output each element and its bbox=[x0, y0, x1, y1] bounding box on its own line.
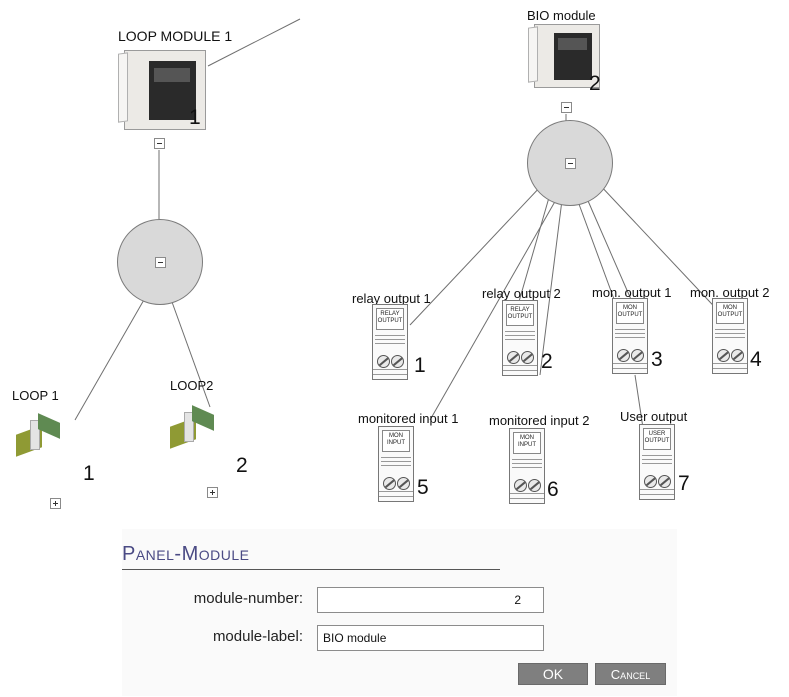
loop-card-icon[interactable] bbox=[16, 413, 62, 457]
panel-title: Panel-Module bbox=[122, 543, 250, 565]
panel-module-form: Panel-Module module-number: module-label… bbox=[122, 529, 677, 696]
mon-output-2-label: mon. output 2 bbox=[690, 285, 770, 300]
terminal-screw-icon bbox=[514, 479, 527, 492]
mon-output-2-number: 4 bbox=[750, 348, 762, 371]
monitored-input-1-label: monitored input 1 bbox=[358, 411, 459, 426]
terminal-screw-icon bbox=[617, 349, 630, 362]
expand-loop-1-toggle[interactable] bbox=[50, 498, 61, 509]
module-label-label: module-label: bbox=[212, 628, 303, 645]
monitored-input-2-label: monitored input 2 bbox=[489, 413, 590, 428]
relay-output-1-label: relay output 1 bbox=[352, 291, 431, 306]
terminal-screw-icon bbox=[383, 477, 396, 490]
expand-loop-2-toggle[interactable] bbox=[207, 487, 218, 498]
terminal-screw-icon bbox=[377, 355, 390, 368]
ok-button[interactable]: OK bbox=[518, 663, 588, 685]
device-tag: RELAY OUTPUT bbox=[376, 308, 404, 330]
module-number-input[interactable] bbox=[317, 587, 544, 613]
module-number-label: module-number: bbox=[193, 590, 303, 607]
loop-module-label: LOOP MODULE 1 bbox=[118, 28, 233, 44]
panel-cabinet-icon[interactable] bbox=[118, 50, 206, 130]
device-tag: USER OUTPUT bbox=[643, 428, 671, 450]
device-tag: MON INPUT bbox=[382, 430, 410, 452]
loop-2-label: LOOP2 bbox=[170, 378, 214, 393]
mon-output-1-device[interactable]: MON OUTPUT bbox=[612, 298, 648, 374]
terminal-screw-icon bbox=[521, 351, 534, 364]
collapse-bio-hub-toggle[interactable] bbox=[565, 158, 576, 169]
relay-output-2-label: relay output 2 bbox=[482, 286, 561, 301]
user-output-device[interactable]: USER OUTPUT bbox=[639, 424, 675, 500]
mon-output-1-label: mon. output 1 bbox=[592, 285, 672, 300]
relay-output-2-device[interactable]: RELAY OUTPUT bbox=[502, 300, 538, 376]
loop-module-number: 1 bbox=[189, 106, 201, 129]
collapse-bio-module-toggle[interactable] bbox=[561, 102, 572, 113]
title-divider bbox=[122, 569, 500, 570]
loop-1-number: 1 bbox=[83, 462, 95, 485]
terminal-screw-icon bbox=[391, 355, 404, 368]
bio-module-hub[interactable] bbox=[527, 120, 613, 206]
cancel-button[interactable]: Cancel bbox=[595, 663, 666, 685]
terminal-screw-icon bbox=[397, 477, 410, 490]
device-tag: MON OUTPUT bbox=[616, 302, 644, 324]
monitored-input-1-device[interactable]: MON INPUT bbox=[378, 426, 414, 502]
monitored-input-2-device[interactable]: MON INPUT bbox=[509, 428, 545, 504]
device-tag: RELAY OUTPUT bbox=[506, 304, 534, 326]
mon-output-2-device[interactable]: MON OUTPUT bbox=[712, 298, 748, 374]
monitored-input-2-number: 6 bbox=[547, 478, 559, 501]
terminal-screw-icon bbox=[507, 351, 520, 364]
loop-card-icon[interactable] bbox=[170, 405, 216, 449]
user-output-number: 7 bbox=[678, 472, 690, 495]
mon-output-1-number: 3 bbox=[651, 348, 663, 371]
terminal-screw-icon bbox=[631, 349, 644, 362]
terminal-screw-icon bbox=[731, 349, 744, 362]
loop-module-hub[interactable] bbox=[117, 219, 203, 305]
terminal-screw-icon bbox=[658, 475, 671, 488]
module-label-input[interactable] bbox=[317, 625, 544, 651]
terminal-screw-icon bbox=[528, 479, 541, 492]
bio-module-number: 2 bbox=[589, 72, 601, 95]
device-tag: MON INPUT bbox=[513, 432, 541, 454]
terminal-screw-icon bbox=[717, 349, 730, 362]
relay-output-2-number: 2 bbox=[541, 350, 553, 373]
user-output-label: User output bbox=[620, 409, 688, 424]
loop-1-label: LOOP 1 bbox=[12, 388, 59, 403]
monitored-input-1-number: 5 bbox=[417, 476, 429, 499]
tree-connector-lines bbox=[74, 18, 726, 429]
terminal-screw-icon bbox=[644, 475, 657, 488]
collapse-loop-module-toggle[interactable] bbox=[154, 138, 165, 149]
collapse-loop-hub-toggle[interactable] bbox=[155, 257, 166, 268]
relay-output-1-number: 1 bbox=[414, 354, 426, 377]
panel-cabinet-icon[interactable] bbox=[528, 24, 600, 88]
relay-output-1-device[interactable]: RELAY OUTPUT bbox=[372, 304, 408, 380]
device-tag: MON OUTPUT bbox=[716, 302, 744, 324]
bio-module-label: BIO module bbox=[527, 8, 596, 23]
loop-2-number: 2 bbox=[236, 454, 248, 477]
